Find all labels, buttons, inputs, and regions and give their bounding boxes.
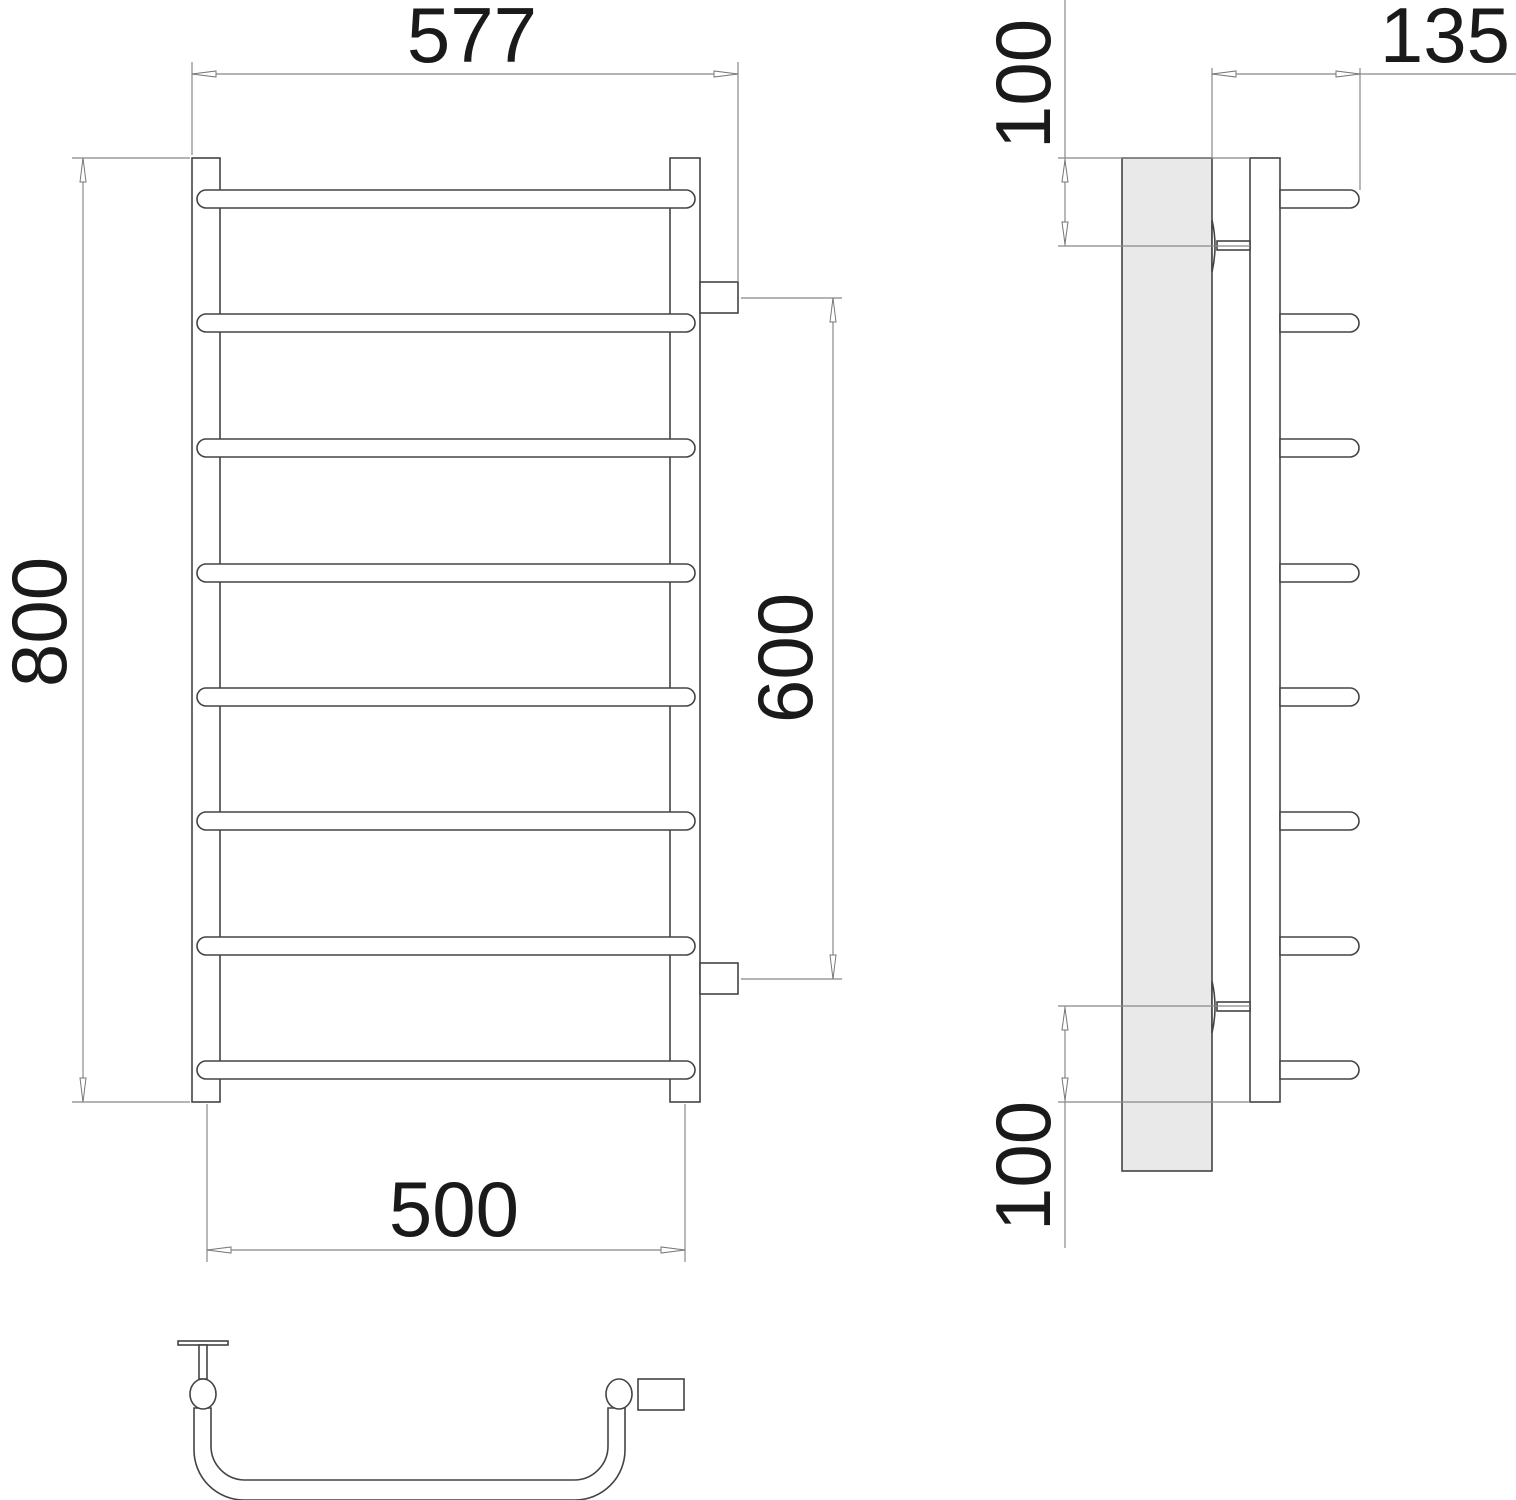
top-view: [177, 1340, 685, 1500]
bracket-stem: [198, 1344, 208, 1380]
side-view: 135 100 100: [979, 0, 1516, 1248]
rung: [196, 438, 696, 458]
rungs: [196, 189, 696, 1080]
dimension-center-width: 500: [389, 1165, 519, 1253]
rung: [196, 936, 696, 956]
left-joint: [189, 1378, 217, 1410]
right-joint: [605, 1378, 633, 1410]
dimension-top-mount-offset: 100: [979, 19, 1067, 149]
dimension-overall-width: 577: [407, 0, 537, 79]
bottom-connection-stub: [699, 962, 739, 995]
connection-stub-top: [637, 1378, 685, 1411]
rung: [196, 563, 696, 583]
bottom-mount-bracket: [1211, 980, 1251, 1034]
rung: [196, 811, 696, 831]
front-view: 577 800 600 500: [0, 0, 842, 1262]
dimension-depth: 135: [1380, 0, 1510, 79]
top-connection-stub: [699, 281, 739, 314]
right-post: [669, 157, 701, 1103]
dimension-connection-spacing: 600: [741, 593, 829, 723]
wall-section: [1121, 157, 1213, 1172]
side-rungs: [1279, 189, 1360, 1080]
rung: [196, 1060, 696, 1080]
dimension-overall-height: 800: [0, 557, 83, 687]
side-post: [1249, 157, 1281, 1103]
u-tube: [193, 1407, 626, 1500]
dimension-bottom-mount-offset: 100: [979, 1101, 1067, 1231]
left-post: [191, 157, 221, 1103]
rung: [196, 687, 696, 707]
rung: [196, 189, 696, 209]
rung: [196, 313, 696, 333]
